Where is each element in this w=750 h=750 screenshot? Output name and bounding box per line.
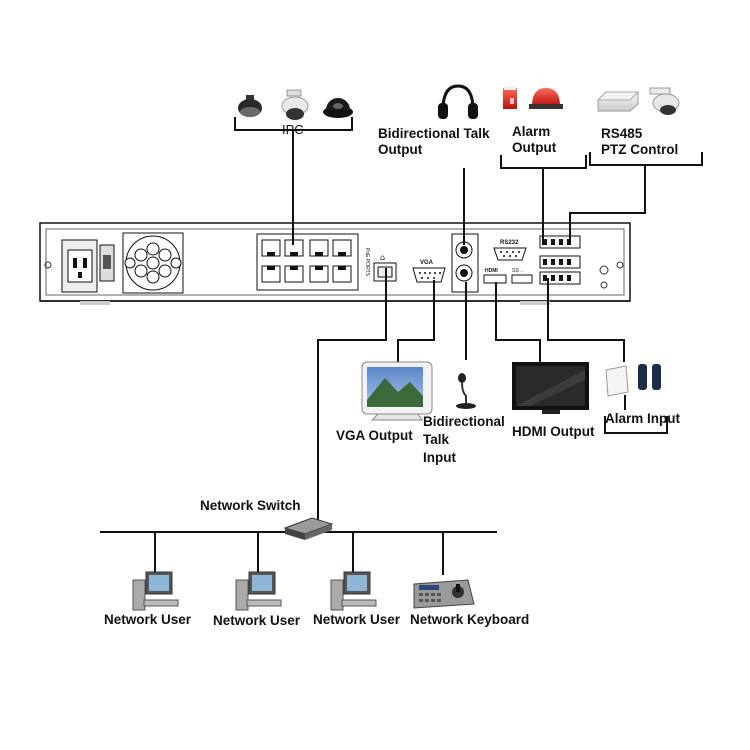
hdmi-tv-icon [512,362,589,414]
dome-camera-icon [323,98,353,118]
rs485-label-line2: PTZ Control [601,142,679,157]
hdmi-panel-label: HDMI [485,268,498,274]
svg-text:SS→: SS→ [512,268,524,274]
network-pc-icon [132,571,179,611]
alarm-siren-icon [503,86,563,109]
alarm-output-label-line2: Output [512,140,557,155]
poe-ports-label: PoE PORTS [364,248,370,277]
rs485-label-line1: RS485 [601,126,643,141]
microphone-icon [456,373,476,409]
rs232-panel-label: RS232 [500,240,519,246]
vga-output-label: VGA Output [336,428,413,443]
hdmi-output-label: HDMI Output [512,424,595,439]
ptz-dome-camera-icon [238,95,262,117]
network-user-label-1: Network User [104,612,192,627]
ptz-decoder-icon [596,87,680,115]
connection-lines [100,130,668,575]
network-user-label-3: Network User [313,612,401,627]
network-keyboard-label: Network Keyboard [410,612,530,627]
network-switch-icon [283,517,334,540]
bidirectional-talk-output-label-line1: Bidirectional Talk [378,126,490,141]
alarm-sensor-icon [605,364,661,397]
bidirectional-talk-input-label-line2: Talk [423,432,450,447]
network-pc-icon [330,571,377,611]
crt-monitor-icon [361,361,433,421]
network-pc-icon [235,571,282,611]
bidirectional-talk-input-label-line1: Bidirectional [423,414,505,429]
alarm-input-label: Alarm Input [605,411,681,426]
bidirectional-talk-input-label-line3: Input [423,450,456,465]
svg-text:⌂: ⌂ [380,253,385,262]
alarm-output-bracket [500,155,587,169]
network-switch-label: Network Switch [200,498,301,513]
network-user-label-2: Network User [213,613,301,628]
bidirectional-talk-output-label-line2: Output [378,142,423,157]
headphones-icon [438,84,478,119]
vga-panel-label: VGA [420,260,434,266]
ipc-label: IPC [282,122,304,137]
nvr-rear-panel: PoE PORTS ⌂ VGA RS232 HDMI SS→ [39,222,631,305]
alarm-output-label-line1: Alarm [512,124,551,139]
network-keyboard-icon [413,579,475,609]
speed-dome-camera-icon [281,89,309,120]
